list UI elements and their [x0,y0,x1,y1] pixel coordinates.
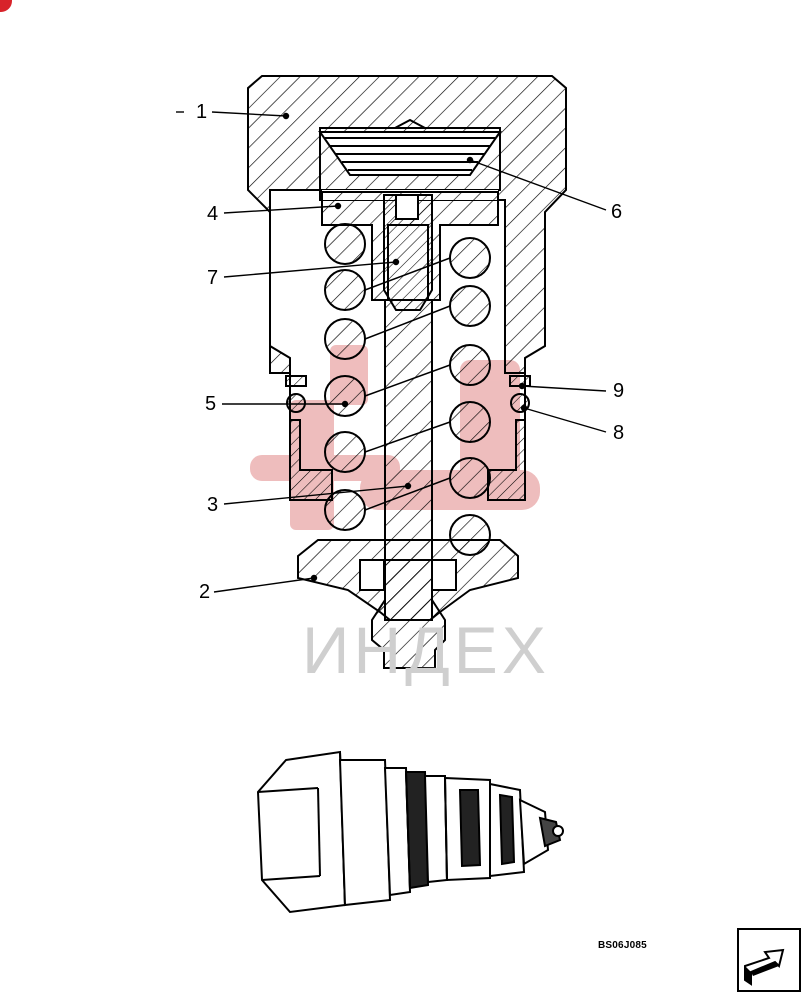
lower-sleeve [289,373,333,501]
watermark-text: ИНДЕХ [302,613,550,687]
leader-lines [176,111,607,593]
callout-2: 2 [199,581,211,603]
callout-3: 3 [207,494,219,516]
cartridge-external-view [256,750,564,914]
callout-8: 8 [613,422,625,444]
next-page-button[interactable] [737,928,801,992]
callout-5: 5 [205,393,217,415]
o-rings [285,375,531,413]
threaded-plug [318,118,502,176]
section-view [247,75,567,669]
drawing-code: BS06J085 [598,940,647,951]
arrow-icon [744,948,785,986]
callout-7: 7 [207,267,219,289]
callout-9: 9 [613,380,625,402]
callout-4: 4 [207,203,219,225]
callout-1: 1 [196,101,208,123]
callout-6: 6 [611,201,623,223]
hex-nut [256,750,347,914]
